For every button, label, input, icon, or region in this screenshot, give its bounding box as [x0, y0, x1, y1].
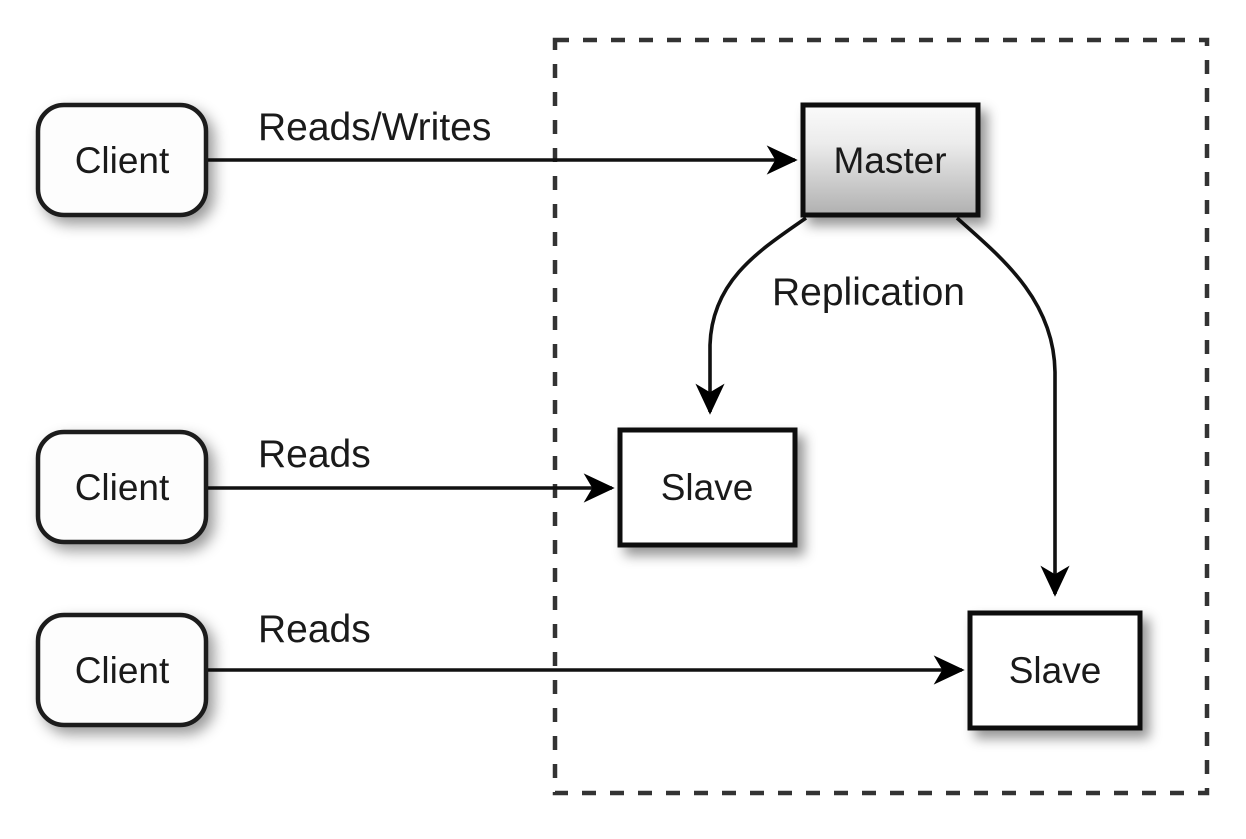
- master-node[interactable]: Master: [800, 102, 981, 218]
- master-shape: [800, 102, 981, 218]
- slave-1-shape: [617, 427, 798, 548]
- client-1-label: Client: [75, 140, 170, 181]
- client-2-shape: [35, 429, 209, 545]
- slave-node-1[interactable]: Slave: [617, 427, 798, 548]
- slave-1-label: Slave: [661, 467, 754, 508]
- slave-node-2[interactable]: Slave: [967, 610, 1143, 731]
- slave-2-shape: [967, 610, 1143, 731]
- client-3-shape: [35, 612, 209, 728]
- edge-label-reads-middle: Reads: [258, 433, 371, 476]
- slave-2-label: Slave: [1009, 650, 1102, 691]
- client-2-label: Client: [75, 467, 170, 508]
- client-node-1[interactable]: Client: [35, 102, 209, 218]
- edge-label-reads-writes: Reads/Writes: [258, 106, 491, 149]
- edge-master-slave1-curve: [695, 216, 808, 415]
- master-label: Master: [833, 140, 946, 181]
- client-3-label: Client: [75, 650, 170, 691]
- edge-label-reads-bottom: Reads: [258, 608, 371, 651]
- client-node-2[interactable]: Client: [35, 429, 209, 545]
- edge-master-slave2-curve: [955, 216, 1070, 597]
- client-1-shape: [35, 102, 209, 218]
- edge-label-replication: Replication: [772, 271, 965, 314]
- client-node-3[interactable]: Client: [35, 612, 209, 728]
